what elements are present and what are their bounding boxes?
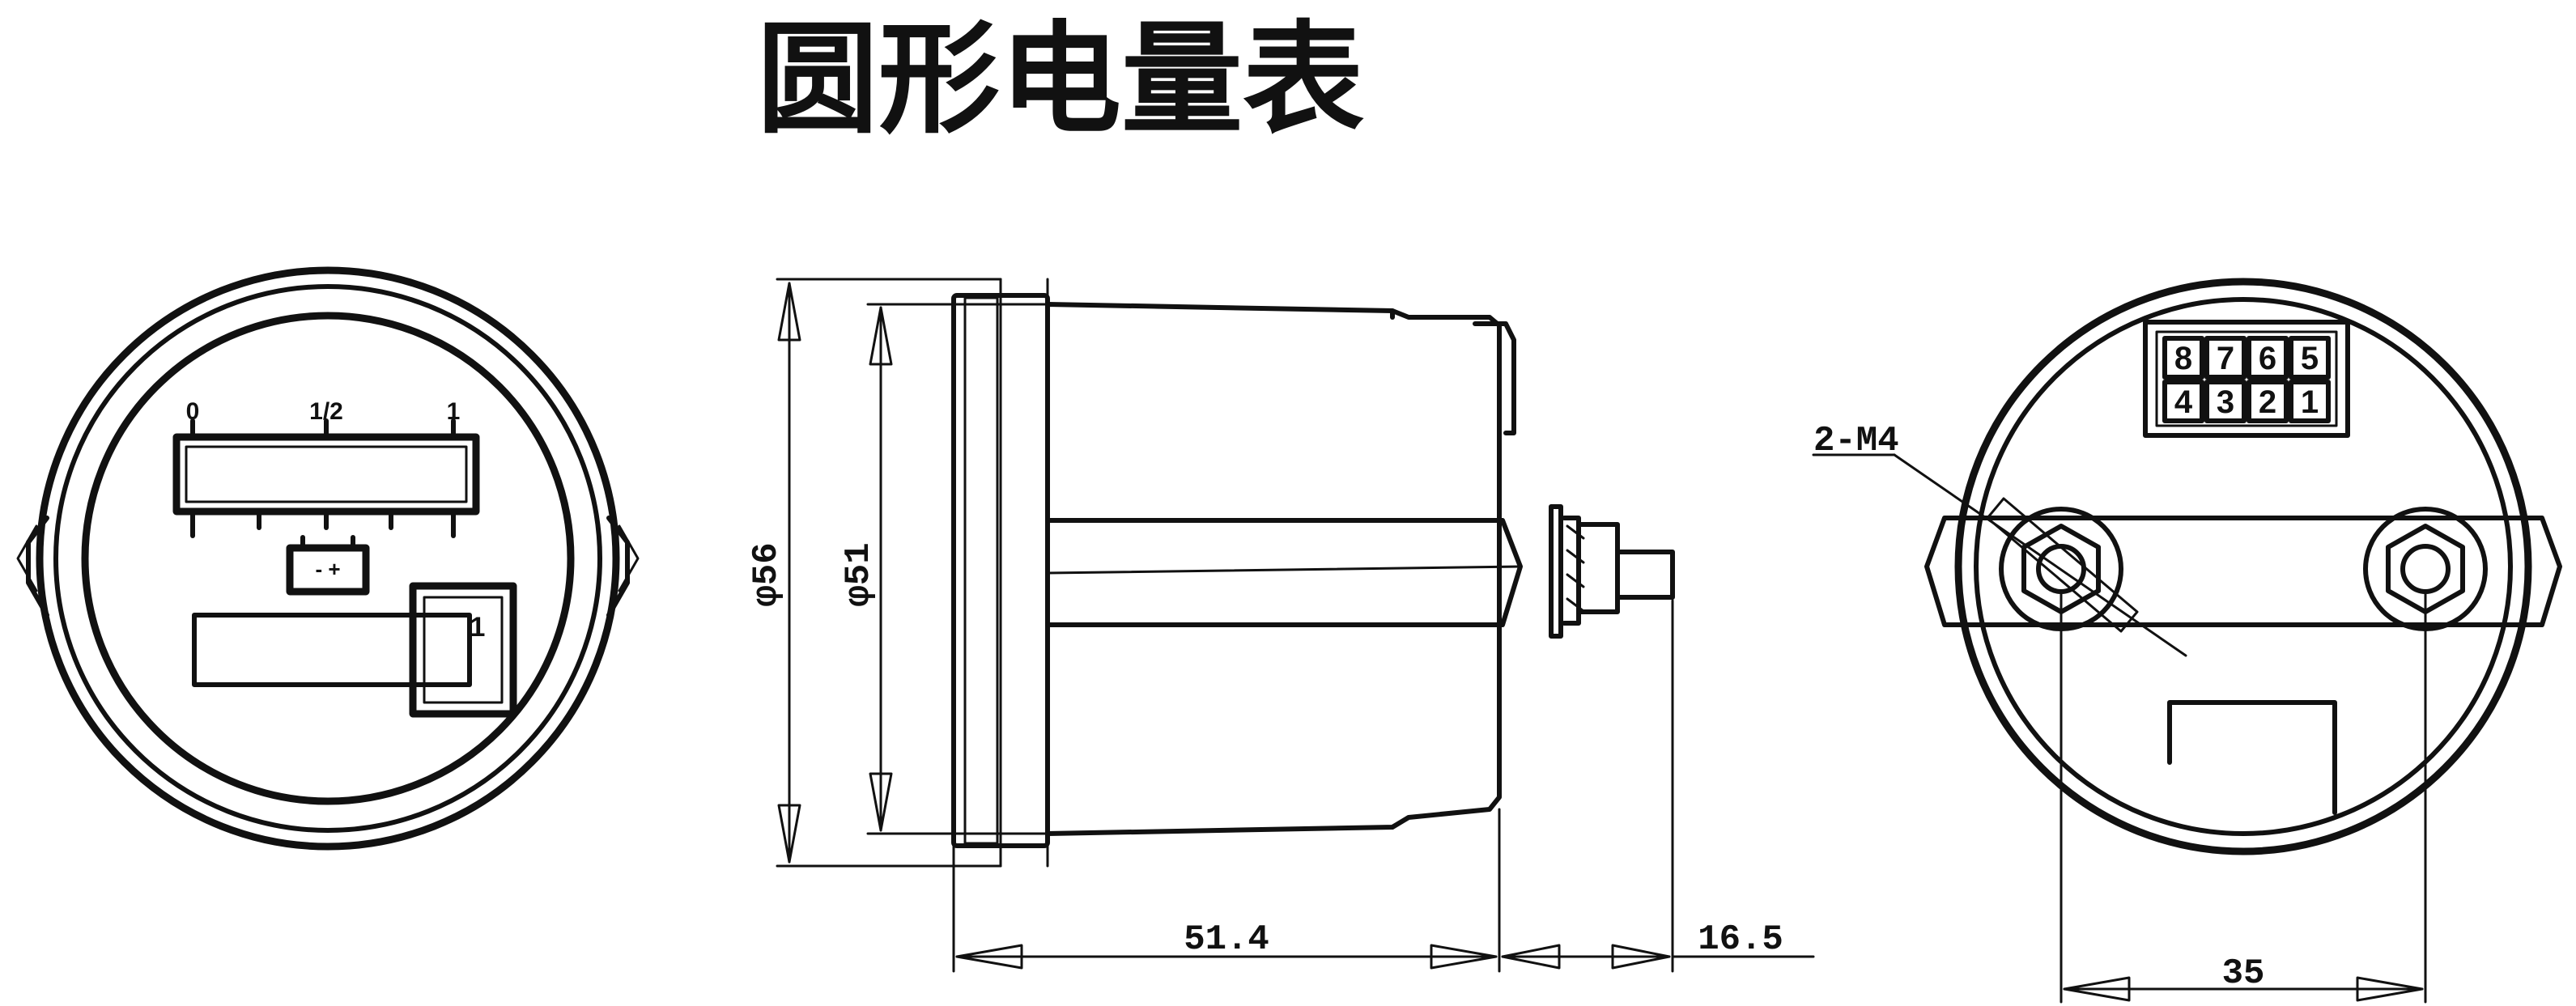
pin-label-4: 4	[2174, 384, 2193, 420]
connector-inner	[2155, 330, 2338, 427]
thread-leader-marker	[1986, 497, 2139, 633]
threaded-stud	[1615, 550, 1675, 600]
dim-label-inner-diameter: φ51	[839, 542, 879, 606]
gauge-bar	[172, 433, 480, 516]
pin-grid: 8 7 6 5 4 3 2 1	[2162, 336, 2331, 423]
gauge-label-full: 1	[447, 398, 461, 425]
pin-label-3: 3	[2217, 384, 2234, 420]
right-stud	[2400, 544, 2451, 594]
thread-leader-line	[1893, 453, 2187, 657]
pin-7	[2204, 336, 2247, 380]
battery-polarity-label: - +	[315, 557, 340, 581]
gauge-label-empty: 0	[186, 398, 200, 425]
bezel-inner-ring	[53, 284, 602, 833]
pin-2	[2247, 380, 2289, 423]
gauge-bar-inner	[185, 445, 468, 503]
back-view: 8 7 6 5 4 3 2 1 2-M4 35	[1812, 278, 2562, 1004]
connector-housing	[2143, 320, 2350, 438]
display-side-block	[409, 582, 517, 718]
front-view: 0 1/2 1 - + 1	[16, 266, 640, 851]
left-tab-tip	[16, 524, 38, 592]
pin-3	[2204, 380, 2247, 423]
housing-body	[1045, 302, 1502, 836]
gauge-label-half: 1/2	[309, 398, 343, 425]
housing-inner-circle	[1974, 297, 2513, 836]
pin-label-1: 1	[2301, 384, 2319, 420]
housing-outer-circle	[1954, 278, 2532, 855]
rear-tab	[1473, 321, 1516, 435]
bottom-slot	[2167, 700, 2337, 815]
pin-label-7: 7	[2217, 341, 2234, 376]
side-view: φ56 φ51 51.4 16.5	[746, 278, 1815, 973]
pin-4	[2162, 380, 2204, 423]
pin-label-5: 5	[2301, 341, 2319, 376]
dim-label-outer-diameter: φ56	[746, 542, 787, 606]
display-side-block-inner	[423, 596, 504, 704]
right-mount-tab	[606, 516, 630, 618]
pin-6	[2247, 336, 2289, 380]
right-tab-tip	[618, 524, 640, 592]
left-mount-tab	[26, 516, 49, 618]
back-mounting-bracket	[1924, 516, 2562, 627]
pin-label-2: 2	[2259, 384, 2276, 420]
pin-label-8: 8	[2174, 341, 2192, 376]
bezel-outer-ring	[36, 266, 620, 851]
pin-5	[2289, 336, 2331, 380]
drawing-title: 圆形电量表	[757, 10, 1364, 151]
side-block-label: 1	[470, 612, 486, 643]
washer	[1549, 504, 1563, 639]
dim-label-stud-length: 16.5	[1698, 919, 1783, 960]
display-window	[192, 613, 472, 687]
bezel-lip	[963, 296, 999, 845]
dim-label-body-length: 51.4	[1184, 919, 1269, 960]
battery-icon: - +	[286, 535, 370, 596]
dial-face	[81, 312, 575, 805]
pin-1	[2289, 380, 2331, 423]
pin-label-6: 6	[2259, 341, 2276, 376]
dim-label-stud-spacing: 35	[2222, 953, 2265, 994]
pin-8	[2162, 336, 2204, 380]
